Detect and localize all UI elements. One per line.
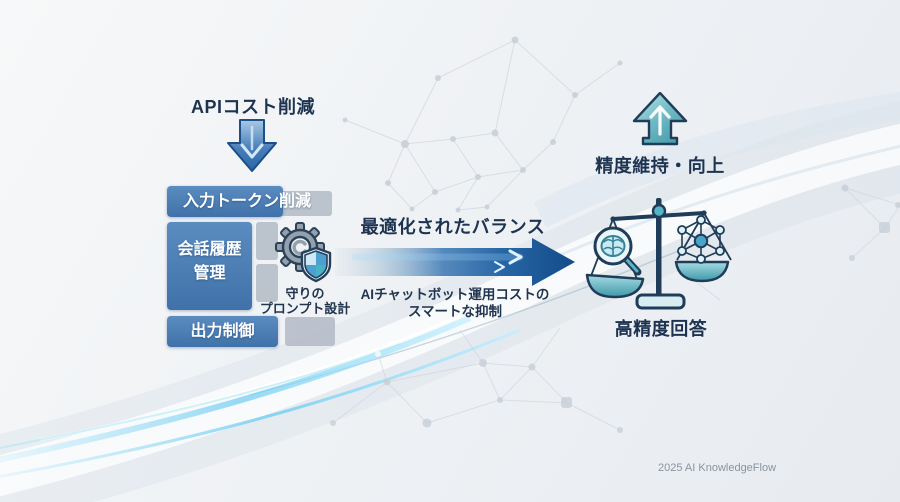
input-token-box [167, 186, 283, 217]
gray-tile-top [256, 222, 278, 260]
accuracy-improve-label: 精度維持・向上 [595, 156, 725, 176]
down-arrow-icon [227, 119, 277, 172]
gray-tile-output-right [285, 317, 335, 346]
shield-icon [300, 246, 332, 283]
footer-credit: 2025 AI KnowledgeFlow [658, 462, 777, 474]
gear-icon [275, 222, 332, 283]
arrow-caption-line2: スマートな抑制 [407, 304, 503, 319]
output-control-box [167, 316, 278, 347]
prompt-design-line2: プロンプト設計 [259, 301, 351, 316]
gray-tile-bottom [256, 264, 278, 302]
right-arrow-icon [335, 238, 575, 286]
up-arrow-icon [632, 92, 688, 146]
conversation-history-box [167, 222, 252, 310]
high-accuracy-label: 高精度回答 [614, 319, 708, 339]
output-control-label: 出力制御 [190, 323, 255, 340]
api-cost-title: APIコスト削減 [190, 97, 315, 117]
balance-title: 最適化されたバランス [360, 217, 546, 237]
prompt-design-label: 守りの プロンプト設計 [248, 286, 362, 316]
prompt-design-line1: 守りの [285, 286, 325, 301]
input-token-label: 入力トークン削減 [182, 193, 311, 210]
arrow-caption: AIチャットボット運用コストの スマートな抑制 [340, 286, 570, 320]
magnifier-brain-icon [593, 226, 642, 276]
balance-scale-icon [585, 198, 732, 310]
conversation-history-line1: 会話履歴 [177, 241, 242, 258]
arrow-caption-line1: AIチャットボット運用コストの [360, 287, 550, 302]
conversation-history-line2: 管理 [193, 265, 226, 282]
conversation-history-label: 会話履歴 管理 [167, 238, 252, 286]
network-icon [677, 215, 725, 264]
